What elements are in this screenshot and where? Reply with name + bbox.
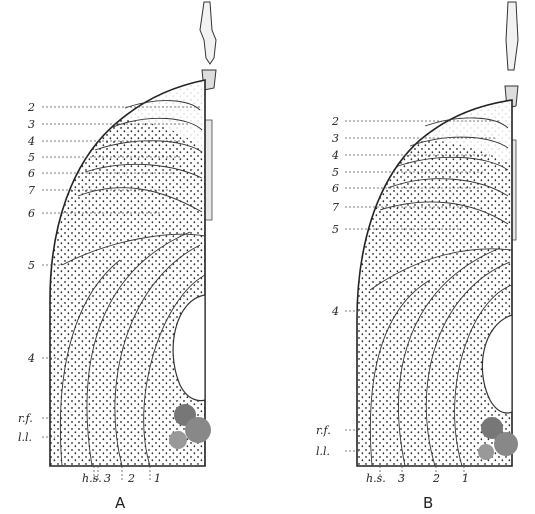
- label-a-hs: h.s.: [82, 472, 102, 485]
- label-a-6: 6: [28, 167, 35, 180]
- panel-b: 2 3 4 5 6 7 5 4 r.f. l.l. h.s. 3 2 1 B: [316, 2, 535, 512]
- label-a-2: 2: [27, 101, 35, 114]
- label-b-3: 3: [332, 132, 339, 145]
- label-b-5: 5: [332, 166, 339, 179]
- label-b-b1: 1: [462, 472, 469, 485]
- label-b-ll: l.l.: [316, 445, 330, 458]
- panel-a: 2 3 4 5 6 7 6 5 4 r.f. l.l. h.s. 3 2 1 A: [18, 2, 220, 512]
- label-a-ll: l.l.: [18, 431, 32, 444]
- label-b-b2: 2: [432, 472, 440, 485]
- label-b-4b: 4: [331, 305, 339, 318]
- label-a-3: 3: [28, 118, 35, 131]
- caption-a: A: [115, 494, 126, 512]
- caption-b: B: [423, 494, 433, 512]
- label-a-rf: r.f.: [18, 412, 33, 425]
- label-a-5: 5: [28, 151, 35, 164]
- label-b-rf: r.f.: [316, 424, 331, 437]
- label-b-b3: 3: [398, 472, 405, 485]
- bottom-labels-a: h.s. 3 2 1: [82, 472, 161, 485]
- label-a-4: 4: [27, 135, 35, 148]
- label-a-7: 7: [28, 184, 35, 197]
- label-a-b1: 1: [154, 472, 161, 485]
- label-a-5b: 5: [28, 259, 35, 272]
- label-a-4b: 4: [27, 352, 35, 365]
- label-b-2: 2: [331, 115, 339, 128]
- side-labels-b: 2 3 4 5 6 7 5 4 r.f. l.l.: [316, 115, 339, 458]
- label-a-b2: 2: [127, 472, 135, 485]
- label-b-hs: h.s.: [366, 472, 386, 485]
- label-b-7: 7: [332, 201, 339, 214]
- label-b-5b: 5: [332, 223, 339, 236]
- bottom-labels-b: h.s. 3 2 1: [366, 472, 469, 485]
- label-a-6b: 6: [28, 207, 35, 220]
- label-b-4: 4: [331, 149, 339, 162]
- label-a-b3: 3: [104, 472, 111, 485]
- side-labels-a: 2 3 4 5 6 7 6 5 4 r.f. l.l.: [18, 101, 35, 444]
- label-b-6: 6: [332, 182, 339, 195]
